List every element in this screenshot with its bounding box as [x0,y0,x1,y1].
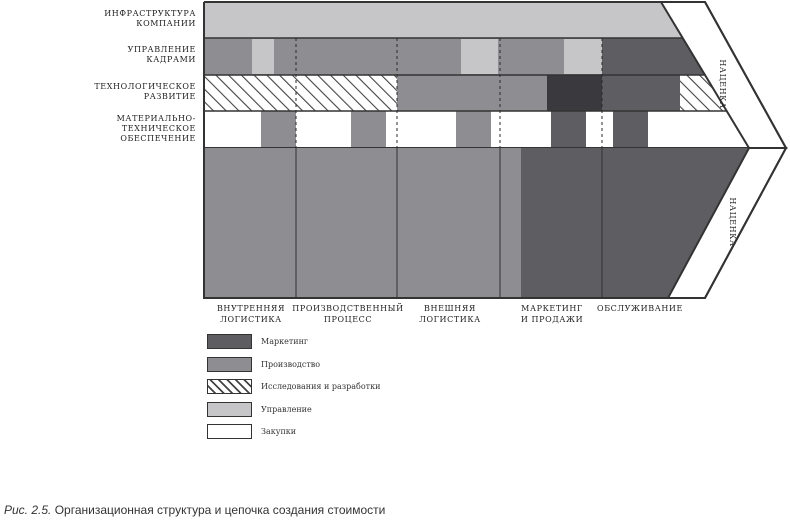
technology-rnd-segment [204,75,397,111]
row-label-procurement: МАТЕРИАЛЬНО- ТЕХНИЧЕСКОЕ ОБЕСПЕЧЕНИЕ [116,114,196,143]
legend-label-rnd: Исследования и разработки [261,382,381,391]
technology-marketing-segment [602,75,680,111]
chain-outline [203,1,788,299]
legend-swatch-purchasing [207,424,252,439]
hr-management-segment [564,39,602,74]
primary-activities-area [204,148,749,298]
value-chain-diagram: НАЦЕНКА НАЦЕНКА [203,0,788,299]
column-label-operations: ПРОИЗВОДСТВЕННЫЙ ПРОЦЕСС [292,304,404,324]
figure-number: Рис. 2.5. [4,503,52,517]
procurement-production-segment [351,111,386,148]
margin-label-top: НАЦЕНКА [718,59,727,108]
column-label-outbound: ВНЕШНЯЯ ЛОГИСТИКА [419,304,481,324]
legend-swatch-management [207,401,252,417]
row-label-technology: ТЕХНОЛОГИЧЕСКОЕ РАЗВИТИЕ [94,82,196,101]
legend-swatch-production [207,356,252,372]
figure-caption: Рис. 2.5. Организационная структура и це… [4,503,385,517]
legend-swatch-rnd [207,379,252,394]
hr-management-segment [252,39,274,74]
legend-label-marketing: Маркетинг [261,337,309,346]
technology-dark-segment [547,75,602,111]
margin-label-bottom: НАЦЕНКА [728,197,737,246]
procurement-row [204,111,749,148]
column-label-marketing: МАРКЕТИНГ И ПРОДАЖИ [520,304,584,324]
hr-marketing-segment [602,38,705,75]
figure-caption-text: Организационная структура и цепочка созд… [54,503,386,517]
legend-label-management: Управление [261,404,312,414]
hr-row [204,38,705,75]
procurement-marketing-segment [613,111,648,148]
procurement-marketing-segment [551,111,586,148]
row-label-hr: УПРАВЛЕНИЕ КАДРАМИ [127,45,196,64]
technology-row [204,75,727,111]
row-label-infrastructure: ИНФРАСТРУКТУРА КОМПАНИИ [104,9,196,28]
support-column-guides [295,38,603,148]
procurement-production-segment [456,111,491,148]
legend-label-production: Производство [261,359,321,369]
column-label-inbound: ВНУТРЕННЯЯ ЛОГИСТИКА [216,304,286,324]
technology-production-segment [397,75,547,111]
legend-swatch-marketing [207,334,252,349]
column-label-service: ОБСЛУЖИВАНИЕ [597,304,683,313]
hr-management-segment [461,39,498,74]
infrastructure-row [204,2,683,38]
legend-label-purchasing: Закупки [261,427,297,436]
technology-rnd-segment [680,75,727,111]
procurement-production-segment [261,111,296,148]
